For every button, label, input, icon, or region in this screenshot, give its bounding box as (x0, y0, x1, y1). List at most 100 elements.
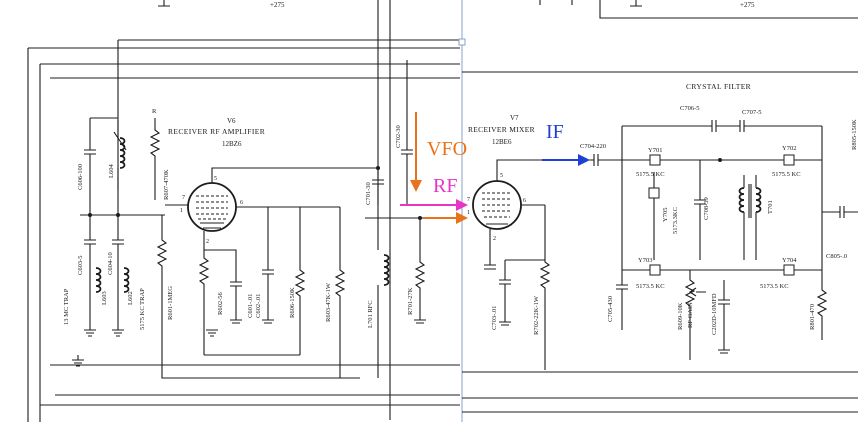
v6-pin-2: 2 (206, 239, 209, 245)
l701-coil (383, 254, 390, 286)
y703-crystal (649, 264, 661, 276)
rf-arrow-head (456, 199, 468, 211)
c602-label: C602-.01 (255, 294, 262, 318)
r801-label: R801-470 (809, 304, 816, 330)
right-top-label: +275 (740, 1, 755, 9)
v6-plate-lead (211, 167, 378, 183)
v6-tube: 7 5 1 6 2 (165, 167, 378, 250)
l602-ground (112, 262, 124, 337)
junction-dot (376, 166, 380, 170)
right-tube-type: 12BE6 (492, 138, 512, 146)
y701-freq: 5175.5 KC (636, 171, 665, 178)
seam-handle (458, 38, 466, 46)
r603-label: R603-47K-1W (325, 282, 332, 322)
c701-capacitor (372, 168, 384, 218)
ground-symbol (206, 329, 218, 337)
c705-label: C705-430 (607, 296, 614, 322)
v7-pin-7: 7 (467, 197, 470, 203)
right-stage-name: RECEIVER MIXER (468, 125, 535, 134)
v6-pin-5: 5 (214, 176, 217, 182)
trap-5175kc-label: 5175 KC TRAP (139, 288, 146, 330)
c202d-capacitor (718, 280, 730, 354)
v7-pin-1: 1 (467, 210, 470, 216)
c805-label: C805-.0 (826, 253, 847, 260)
l603-coil (95, 267, 102, 293)
ground-symbol (72, 355, 84, 367)
r701-resistor (414, 218, 426, 324)
signal-annotations: VFO RF IF (400, 112, 590, 224)
y702-freq: 5175.5 KC (772, 171, 801, 178)
r601-resistor (156, 215, 360, 379)
y705-label: Y705 (662, 208, 669, 222)
y704-freq: 5173.5 KC (760, 283, 789, 290)
c604-capacitor (112, 215, 124, 262)
vfo-annotation: VFO (427, 138, 467, 160)
left-top-label: +275 (270, 1, 285, 9)
left-stage-id: V6 (227, 117, 236, 125)
r607-label: R607-470K (163, 169, 170, 200)
c606-label: C606-100 (77, 164, 84, 190)
r602-resistor (198, 250, 210, 355)
v7-pin-6: 6 (523, 198, 526, 204)
l604-label: L604 (108, 164, 115, 178)
left-stage-name: RECEIVER RF AMPLIFIER (168, 127, 265, 136)
c708-capacitor (694, 160, 706, 260)
left-sheet: +275 V6 RECEIVER RF AMPLIFIER 12BZ6 C606… (27, 0, 460, 422)
c805-capacitor (822, 206, 858, 218)
l602-coil (123, 267, 130, 293)
vfo-injection-head (456, 212, 468, 224)
t701-label: T701 (767, 200, 774, 214)
r609-rf-gain-pot (684, 270, 696, 360)
if-annotation: IF (546, 121, 564, 143)
c706-label: C706-5 (680, 105, 700, 112)
trap-13mc-label: 13 MC TRAP (63, 288, 70, 325)
r609-wiper (689, 287, 706, 297)
right-top-stubs (539, 0, 858, 19)
v6-pin-6: 6 (240, 200, 243, 206)
y703-freq: 5173.5 KC (636, 283, 665, 290)
y705-freq: 5173.3KC (672, 207, 679, 234)
l603-label: L603 (101, 291, 108, 305)
l603-ground (84, 262, 96, 337)
r701-label: R701-27K (407, 287, 414, 315)
c707-label: C707-5 (742, 109, 762, 116)
c601-capacitor (204, 249, 242, 324)
filter-rails (621, 126, 823, 270)
r801-resistor (816, 270, 828, 340)
v6-pin-1: 1 (180, 208, 183, 214)
crystal-filter-title: CRYSTAL FILTER (686, 82, 751, 91)
if-arrow-head (578, 154, 590, 166)
c601-label: C601-.01 (247, 294, 254, 318)
c701-label: C701-30 (365, 182, 372, 205)
y701-label: Y701 (648, 147, 662, 154)
c202d-label: C202D-10MFD (711, 293, 718, 335)
y705-crystal (648, 187, 660, 199)
r601-label: R601-1MEG (167, 286, 174, 320)
y704-crystal (783, 264, 795, 276)
c606-capacitor (84, 118, 96, 215)
c706-c707-bridge (622, 120, 822, 132)
t701-transformer (738, 175, 762, 260)
r603-resistor (334, 207, 346, 378)
v7-pin-5: 5 (500, 173, 503, 179)
rf-annotation: RF (433, 175, 457, 197)
y701-crystal (649, 154, 661, 166)
y703-label: Y703 (638, 257, 652, 264)
r607-top-label: R (152, 108, 157, 115)
rf-gain-label: RF GAIN (687, 302, 694, 328)
c702-capacitor (401, 60, 413, 205)
y702-label: Y702 (782, 145, 796, 152)
y702-crystal (783, 154, 795, 166)
c602-capacitor (262, 207, 274, 324)
c603-label: C603-5 (77, 256, 84, 276)
r607-resistor (149, 118, 161, 200)
junction-dot (418, 216, 422, 220)
v6-pin-7: 7 (182, 195, 185, 201)
v7-plate-lead (496, 159, 560, 181)
c703-capacitor (499, 260, 511, 326)
c703-label: C703-.01 (491, 306, 498, 330)
left-tube-type: 12BZ6 (222, 140, 242, 148)
l604-tuning-slug (113, 131, 127, 151)
v7-tube: 7 1 5 6 2 (467, 159, 560, 260)
